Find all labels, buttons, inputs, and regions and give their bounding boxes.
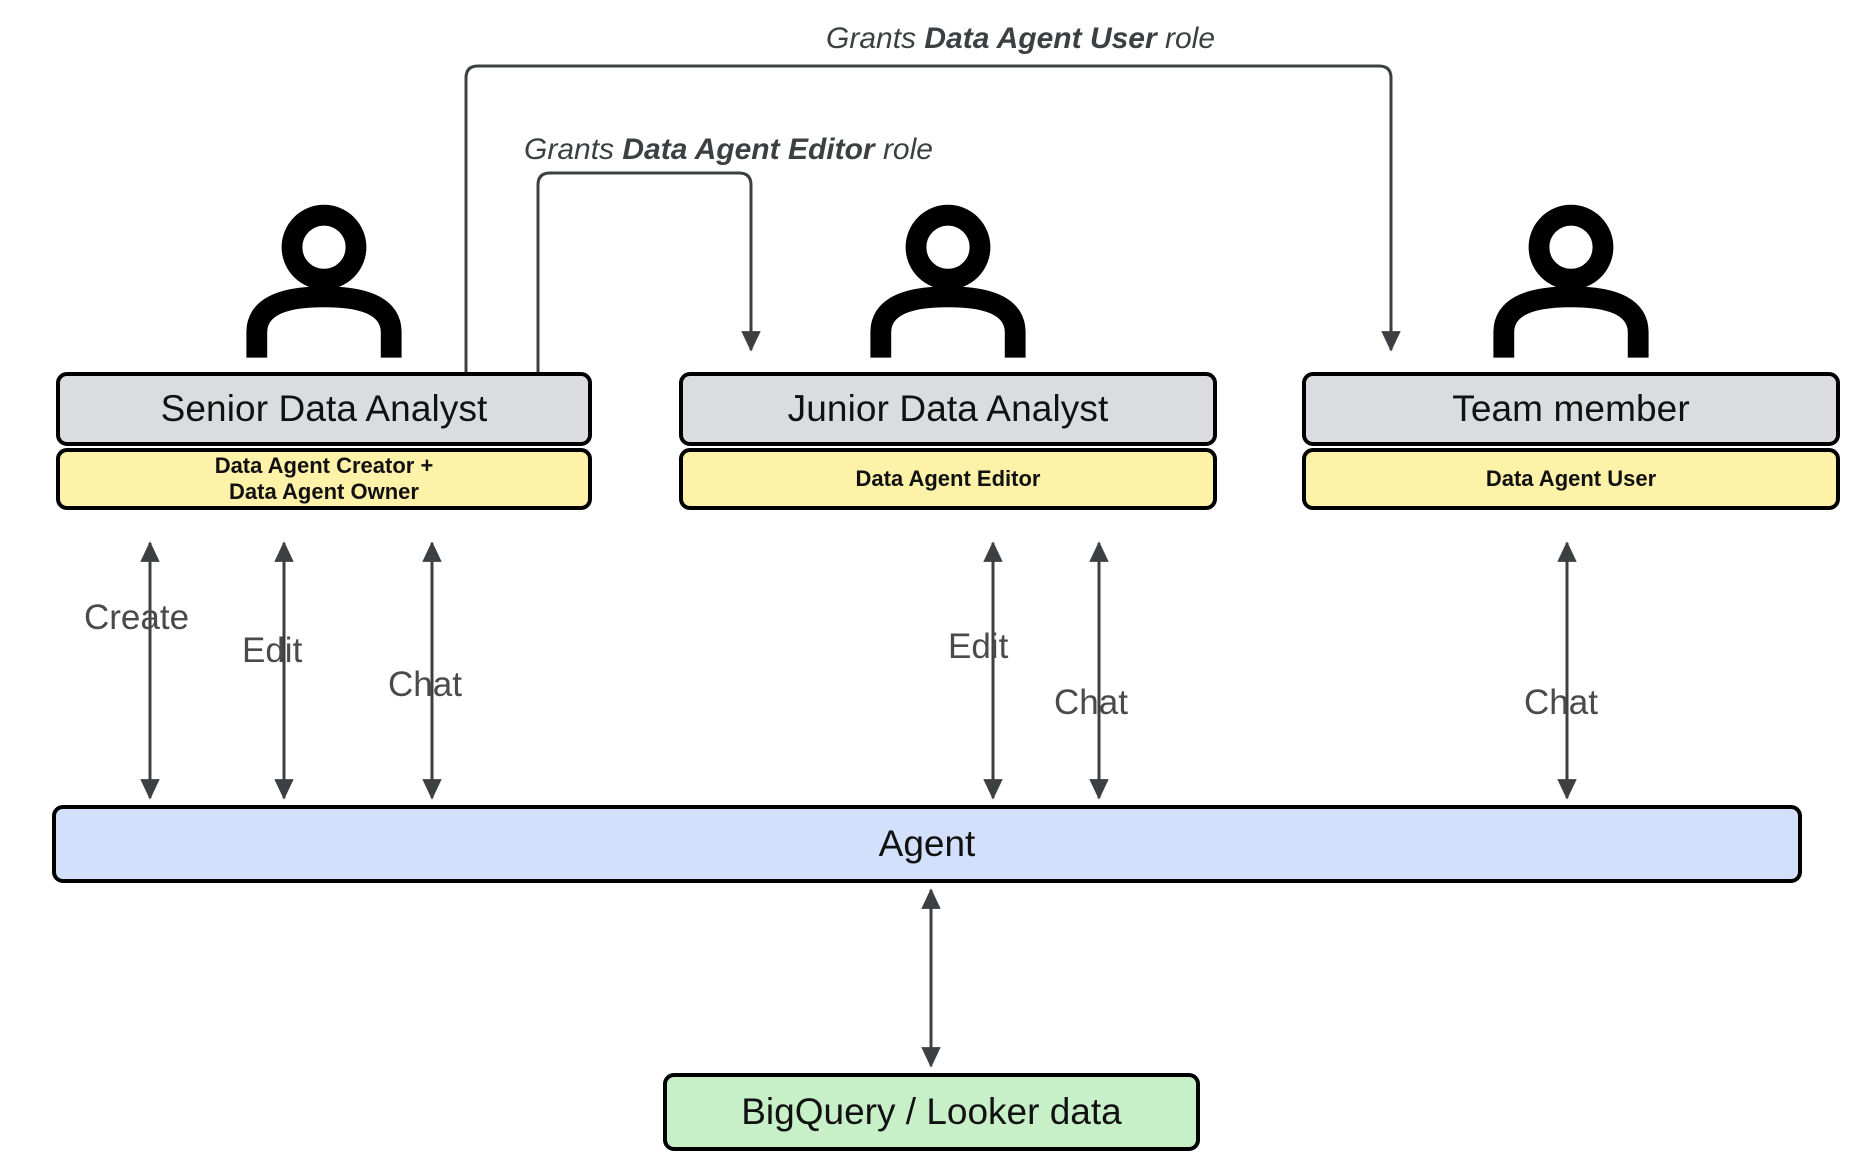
flow-label-text: Chat: [1524, 683, 1598, 722]
flow-label-text: Chat: [388, 665, 462, 704]
grant-user-label: Grants Data Agent User role: [826, 22, 1215, 56]
role-label: Team member: [1452, 388, 1690, 429]
agent-label: Agent: [878, 823, 976, 864]
agent-box[interactable]: Agent: [52, 805, 1802, 883]
grant-user-suffix: role: [1156, 22, 1216, 55]
flow-label-text: Chat: [1054, 683, 1128, 722]
flow-label-chat-senior: Chat: [388, 665, 462, 705]
data-source-box[interactable]: BigQuery / Looker data: [663, 1073, 1200, 1151]
role-label: Senior Data Analyst: [160, 388, 488, 429]
flow-label-edit-junior: Edit: [948, 627, 1008, 667]
grant-editor-suffix: role: [874, 133, 933, 166]
permission-line-1: Data Agent Creator +: [214, 453, 434, 479]
grant-editor-label: Grants Data Agent Editor role: [524, 133, 933, 167]
grant-user-prefix: Grants: [826, 22, 925, 55]
flow-label-chat-team: Chat: [1524, 683, 1598, 723]
grant-editor-connector: [536, 171, 761, 390]
permission-line-2: Data Agent Owner: [229, 479, 419, 504]
permission-box-junior-data-analyst[interactable]: Data Agent Editor: [679, 448, 1217, 510]
grant-editor-role: Data Agent Editor: [622, 133, 875, 166]
flow-label-edit-senior: Edit: [242, 631, 302, 671]
flow-label-text: Edit: [242, 631, 303, 670]
role-label: Junior Data Analyst: [787, 388, 1109, 429]
permission-line-1: Data Agent User: [1485, 466, 1657, 492]
role-box-senior-data-analyst[interactable]: Senior Data Analyst: [56, 372, 592, 446]
person-icon: [868, 204, 1028, 358]
role-box-team-member[interactable]: Team member: [1302, 372, 1840, 446]
role-box-junior-data-analyst[interactable]: Junior Data Analyst: [679, 372, 1217, 446]
flow-label-text: Create: [84, 598, 190, 637]
permission-box-senior-data-analyst[interactable]: Data Agent Creator + Data Agent Owner: [56, 448, 592, 510]
flow-label-text: Edit: [948, 627, 1009, 666]
person-icon: [244, 204, 404, 358]
person-icon: [1491, 204, 1651, 358]
grant-editor-prefix: Grants: [524, 133, 623, 166]
flow-label-create-senior: Create: [84, 598, 189, 638]
data-source-label: BigQuery / Looker data: [741, 1091, 1122, 1132]
grant-user-role: Data Agent User: [924, 22, 1157, 55]
permission-box-team-member[interactable]: Data Agent User: [1302, 448, 1840, 510]
flow-label-chat-junior: Chat: [1054, 683, 1128, 723]
permission-line-1: Data Agent Editor: [855, 466, 1041, 492]
